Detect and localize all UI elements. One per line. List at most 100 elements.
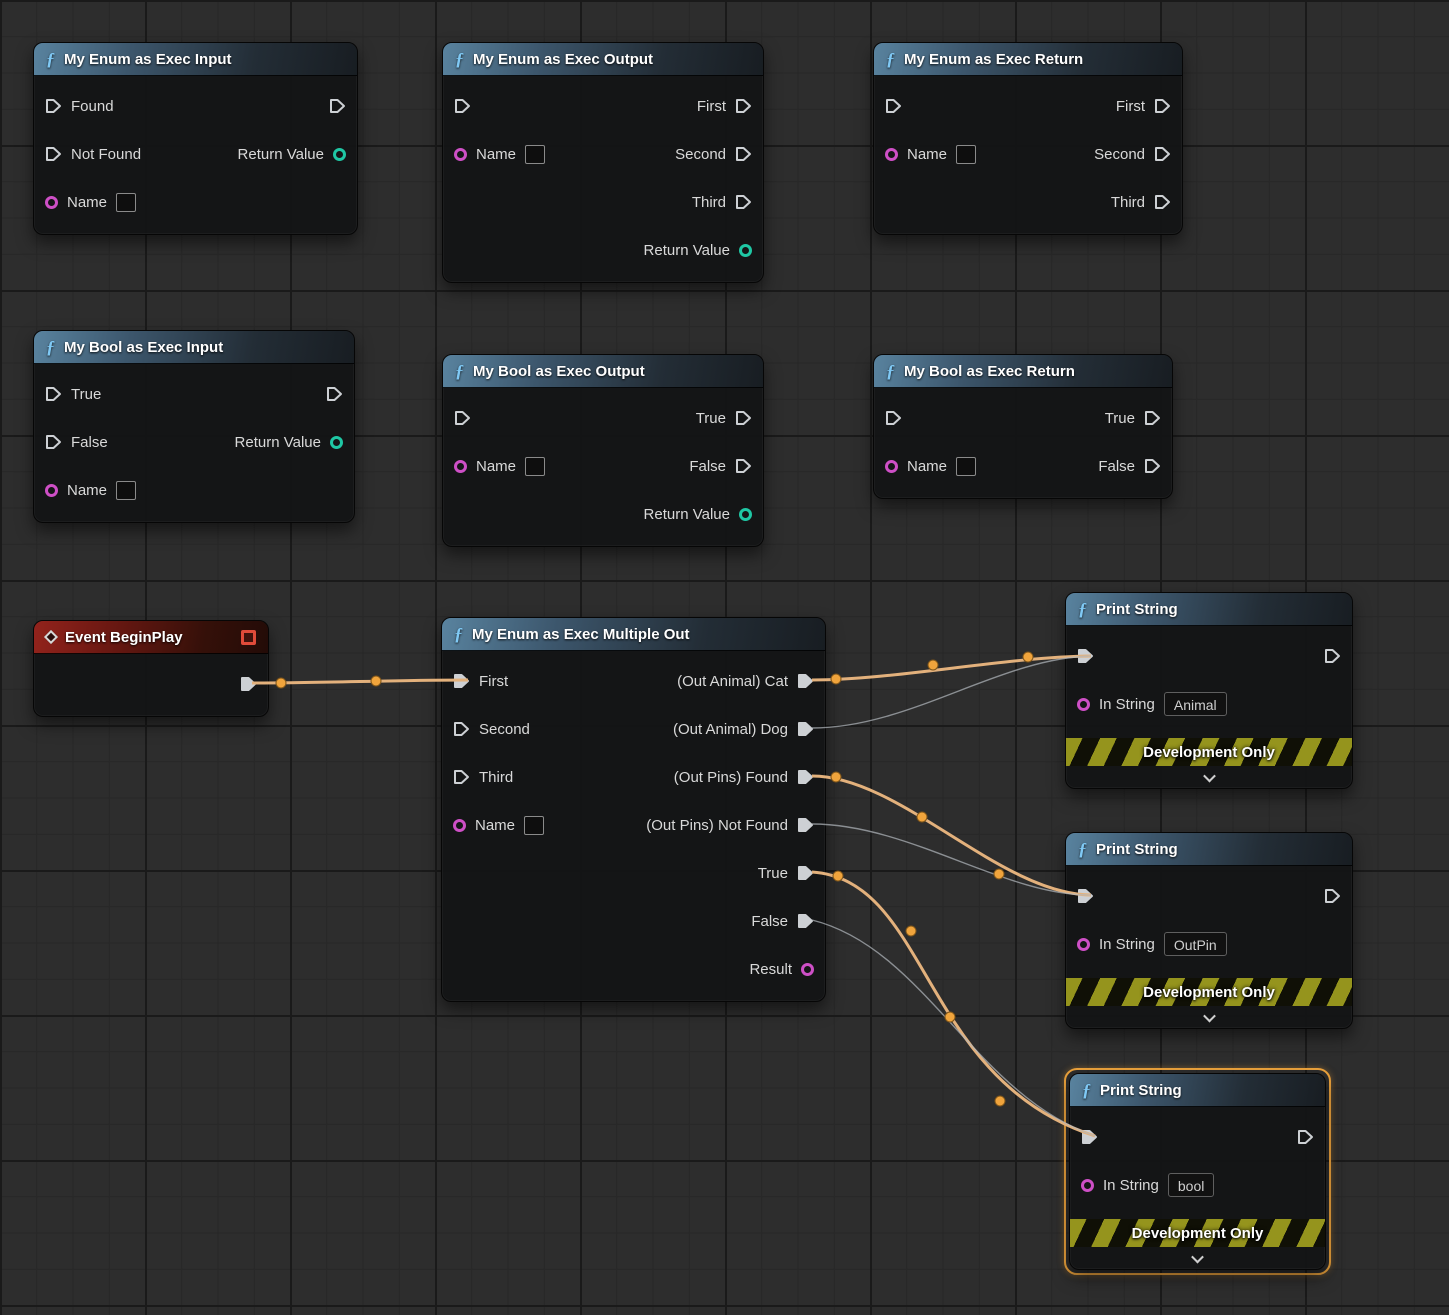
wire-dog-to-printstring1[interactable] <box>811 655 1092 729</box>
name-value-box[interactable] <box>956 456 977 476</box>
exec-pin-false[interactable] <box>797 913 814 929</box>
node-print-string-animal[interactable]: ƒ Print String In String Animal Developm <box>1065 592 1353 789</box>
exec-in-pin[interactable] <box>1077 888 1094 904</box>
chevron-down-icon[interactable] <box>1202 1009 1216 1022</box>
wire-cat-to-printstring1[interactable] <box>811 654 1092 682</box>
wire-found-to-printstring2[interactable] <box>811 774 1092 897</box>
node-my-enum-as-exec-output[interactable]: ƒ My Enum as Exec Output Name First <box>442 42 764 283</box>
node-my-enum-as-exec-input[interactable]: ƒ My Enum as Exec Input Found Not Found … <box>33 42 358 235</box>
name-value-box[interactable] <box>116 480 137 500</box>
exec-in-pin[interactable] <box>1077 648 1094 664</box>
exec-pin-false[interactable] <box>1144 458 1161 474</box>
name-pin[interactable] <box>454 459 467 473</box>
name-pin[interactable] <box>453 818 466 832</box>
exec-pin-true[interactable] <box>735 410 752 426</box>
exec-pin-out-pins-found[interactable] <box>797 769 814 785</box>
exec-pin-true[interactable] <box>45 386 62 402</box>
exec-in-pin[interactable] <box>454 410 471 426</box>
exec-out-pin[interactable] <box>1324 648 1341 664</box>
node-my-bool-as-exec-input[interactable]: ƒ My Bool as Exec Input True False Name <box>33 330 355 523</box>
node-header[interactable]: ƒ My Bool as Exec Input <box>34 331 354 364</box>
node-header[interactable]: ƒ My Enum as Exec Output <box>443 43 763 76</box>
wire-true-to-printstring3[interactable] <box>811 870 1096 1138</box>
exec-pin-false[interactable] <box>45 434 62 450</box>
name-pin[interactable] <box>885 147 898 161</box>
name-value-box[interactable] <box>524 815 545 835</box>
node-my-bool-as-exec-return[interactable]: ƒ My Bool as Exec Return Name True <box>873 354 1173 499</box>
node-print-string-bool[interactable]: ƒ Print String In String bool <box>1069 1073 1326 1270</box>
result-pin[interactable] <box>801 962 814 976</box>
name-pin[interactable] <box>885 459 898 473</box>
exec-pin-first[interactable] <box>735 98 752 114</box>
exec-pin-false[interactable] <box>735 458 752 474</box>
exec-pin-second[interactable] <box>735 146 752 162</box>
node-my-enum-as-exec-return[interactable]: ƒ My Enum as Exec Return Name First <box>873 42 1183 235</box>
node-header[interactable]: Event BeginPlay <box>34 621 268 654</box>
return-value-pin[interactable] <box>739 243 752 257</box>
pin-label: Second <box>675 145 726 163</box>
pin-label: Return Value <box>237 145 324 163</box>
node-print-string-outpin[interactable]: ƒ Print String In String OutPin Developm <box>1065 832 1353 1029</box>
node-header[interactable]: ƒ Print String <box>1066 593 1352 626</box>
node-my-bool-as-exec-output[interactable]: ƒ My Bool as Exec Output Name True <box>442 354 764 547</box>
node-header[interactable]: ƒ Print String <box>1066 833 1352 866</box>
node-header[interactable]: ƒ My Enum as Exec Input <box>34 43 357 76</box>
exec-out-pin[interactable] <box>1297 1129 1314 1145</box>
wire-notfound-to-printstring2[interactable] <box>811 823 1092 896</box>
exec-pin-out-animal-dog[interactable] <box>797 721 814 737</box>
name-pin[interactable] <box>45 195 58 209</box>
exec-out-pin[interactable] <box>329 98 346 114</box>
node-event-beginplay[interactable]: Event BeginPlay <box>33 620 269 717</box>
name-value-box[interactable] <box>525 456 546 476</box>
in-string-value-box[interactable]: Animal <box>1163 692 1227 716</box>
exec-pin-not-found[interactable] <box>45 146 62 162</box>
exec-pin-third[interactable] <box>453 769 470 785</box>
node-header[interactable]: ƒ My Enum as Exec Multiple Out <box>442 618 825 651</box>
pin-label: Return Value <box>643 241 730 259</box>
exec-out-pin[interactable] <box>1324 888 1341 904</box>
node-header[interactable]: ƒ My Enum as Exec Return <box>874 43 1182 76</box>
name-value-box[interactable] <box>525 144 546 164</box>
exec-pin-second[interactable] <box>1154 146 1171 162</box>
node-header[interactable]: ƒ Print String <box>1070 1074 1325 1107</box>
name-pin[interactable] <box>454 147 467 161</box>
exec-in-pin[interactable] <box>885 410 902 426</box>
exec-pin-third[interactable] <box>1154 194 1171 210</box>
chevron-down-icon[interactable] <box>1202 769 1216 782</box>
return-value-pin[interactable] <box>739 507 752 521</box>
exec-pin-found[interactable] <box>45 98 62 114</box>
banner-label: Development Only <box>1131 1224 1264 1242</box>
pin-label: True <box>1104 409 1135 427</box>
in-string-pin[interactable] <box>1077 697 1090 711</box>
in-string-value-box[interactable]: bool <box>1167 1173 1215 1197</box>
exec-in-pin[interactable] <box>885 98 902 114</box>
exec-out-pin[interactable] <box>240 676 257 692</box>
exec-pin-true[interactable] <box>1144 410 1161 426</box>
return-value-pin[interactable] <box>333 147 346 161</box>
in-string-pin[interactable] <box>1081 1178 1094 1192</box>
exec-pin-first[interactable] <box>1154 98 1171 114</box>
exec-out-pin[interactable] <box>326 386 343 402</box>
exec-pin-first[interactable] <box>453 673 470 689</box>
exec-pin-true[interactable] <box>797 865 814 881</box>
exec-pin-second[interactable] <box>453 721 470 737</box>
exec-pin-out-animal-cat[interactable] <box>797 673 814 689</box>
node-header[interactable]: ƒ My Bool as Exec Return <box>874 355 1172 388</box>
in-string-value-box[interactable]: OutPin <box>1163 932 1227 956</box>
exec-in-pin[interactable] <box>454 98 471 114</box>
exec-pin-third[interactable] <box>735 194 752 210</box>
exec-pin-out-pins-not-found[interactable] <box>797 817 814 833</box>
chevron-down-icon[interactable] <box>1191 1250 1204 1263</box>
wire-false-to-printstring3[interactable] <box>811 919 1096 1137</box>
in-string-pin[interactable] <box>1077 937 1090 951</box>
node-my-enum-as-exec-multiple-out[interactable]: ƒ My Enum as Exec Multiple Out First Sec… <box>441 617 826 1002</box>
node-title: My Enum as Exec Multiple Out <box>472 625 690 643</box>
name-value-box[interactable] <box>116 192 137 212</box>
exec-in-pin[interactable] <box>1081 1129 1098 1145</box>
node-header[interactable]: ƒ My Bool as Exec Output <box>443 355 763 388</box>
return-value-pin[interactable] <box>330 435 343 449</box>
name-pin[interactable] <box>45 483 58 497</box>
name-value-box[interactable] <box>956 144 977 164</box>
wire-beginplay-to-first[interactable] <box>251 678 469 685</box>
